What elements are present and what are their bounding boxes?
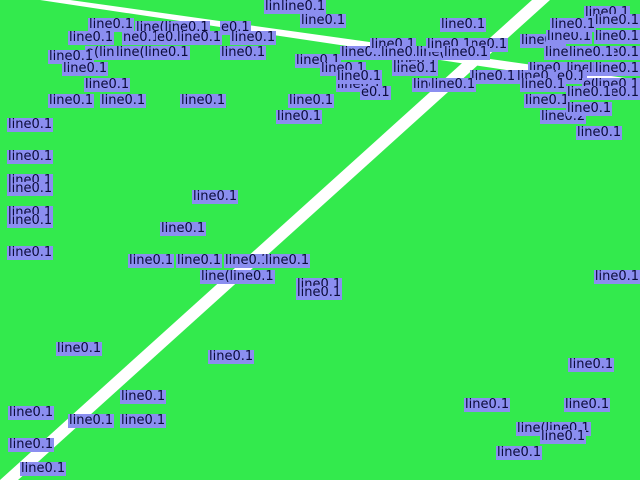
map-label: line0.1 [48, 49, 95, 64]
map-label: line0.1 [48, 93, 95, 108]
map-label: line0.1 [280, 0, 327, 14]
map-label: line0.1 [20, 461, 67, 476]
map-label: line0.1 [464, 397, 511, 412]
map-label: line0.1 [160, 221, 207, 236]
map-label: line0.1 [128, 253, 175, 268]
map-label: line0.1 [176, 30, 223, 45]
map-label: line0.1 [7, 149, 54, 164]
map-label: line0.1 [300, 13, 347, 28]
map-label: line0.1 [566, 101, 613, 116]
map-label: line0.1 [520, 77, 567, 92]
map-label: line0.1 [392, 61, 439, 76]
map-label: line0.1 [440, 17, 487, 32]
map-label: line0.1 [120, 389, 167, 404]
map-label: line0.1 [100, 93, 147, 108]
map-label: line0.1 [593, 29, 640, 44]
map-label: line0.1 [524, 93, 571, 108]
map-label: line0.1 [276, 109, 323, 124]
map-label: line(line0.1 [115, 45, 190, 60]
map-label: line0.1 [550, 17, 597, 32]
map-label: line0.1 [540, 429, 587, 444]
map-label: line0.1 [224, 253, 271, 268]
map-label: line0.1 [430, 77, 477, 92]
map-label: line0.1 [84, 77, 131, 92]
map-label: line0.1 [576, 125, 623, 140]
map-label: line0.1 [546, 29, 593, 44]
map-label: line0.1 [8, 405, 55, 420]
map-label: line0.1 [288, 93, 335, 108]
map-label: line0.1 [336, 69, 383, 84]
map-label: line0.1 [88, 17, 135, 32]
map-label: line0.1 [568, 45, 615, 60]
map-label: line0.1 [120, 413, 167, 428]
map-label: line0.1 [593, 13, 640, 28]
map-label: line0.1 [7, 181, 54, 196]
map-label: e0.1 [360, 85, 391, 100]
map-label: line0.1 [470, 69, 517, 84]
map-label: line0.1 [56, 341, 103, 356]
map-label: line0.1 [566, 85, 613, 100]
map-label: line0.1 [68, 30, 115, 45]
map-label: line0.1 [68, 413, 115, 428]
map-label: line0.1 [176, 253, 223, 268]
map-label: line0.1 [264, 253, 311, 268]
map-label: line0.1 [7, 117, 54, 132]
map-label: line0.1 [568, 357, 615, 372]
map-label: line0.1 [8, 437, 55, 452]
map-label: line0.1 [62, 61, 109, 76]
map-label: line0.1 [496, 445, 543, 460]
map-label: line0.1 [380, 45, 427, 60]
map-label: line0.1 [593, 61, 640, 76]
map-label: line0.1 [443, 45, 490, 60]
map-label: line0.1 [192, 189, 239, 204]
map-label: line(line0.1 [200, 269, 275, 284]
map-label: line0.1 [7, 245, 54, 260]
map-label: line0.1 [180, 93, 227, 108]
road-diagonal [0, 0, 550, 480]
map-label: line0.1 [208, 349, 255, 364]
map-label: line0.1 [564, 397, 611, 412]
map-label: line0.1 [593, 269, 640, 284]
map-label: line0.1 [220, 45, 267, 60]
map-label: line0.1 [7, 213, 54, 228]
map-label: line0.1 [230, 30, 277, 45]
map-label: line0.1 [296, 285, 343, 300]
map-label: ne0.1 [122, 30, 161, 45]
